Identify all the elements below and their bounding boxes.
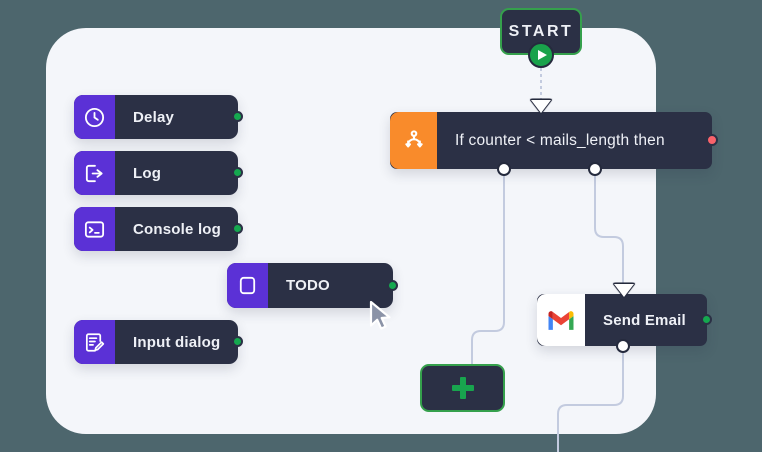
square-icon	[227, 263, 268, 308]
palette-node-console-log[interactable]: Console log	[74, 207, 243, 251]
palette-node-delay[interactable]: Delay	[74, 95, 243, 139]
start-node-label: START	[508, 22, 574, 40]
output-port[interactable]	[701, 314, 712, 325]
input-marker[interactable]	[614, 284, 634, 297]
output-port-true[interactable]	[497, 162, 511, 176]
gmail-icon	[537, 294, 585, 346]
terminal-icon	[74, 207, 115, 251]
bottom-output-port[interactable]	[616, 339, 630, 353]
mouse-pointer-icon	[368, 300, 396, 334]
clock-icon	[74, 95, 115, 139]
output-port[interactable]	[387, 280, 398, 291]
branch-split-icon	[390, 112, 437, 169]
palette-node-todo[interactable]: TODO	[227, 263, 398, 308]
condition-node-label: If counter < mails_length then	[455, 131, 665, 149]
palette-node-label: Console log	[133, 220, 222, 238]
output-port[interactable]	[232, 223, 243, 234]
add-node-button[interactable]	[420, 364, 505, 412]
palette-node-input-dialog[interactable]: Input dialog	[74, 320, 243, 364]
condition-node[interactable]: If counter < mails_length then	[390, 100, 718, 176]
play-icon[interactable]	[528, 42, 554, 68]
note-edit-icon	[74, 320, 115, 364]
error-output-port[interactable]	[706, 134, 718, 146]
output-port[interactable]	[232, 336, 243, 347]
send-email-node[interactable]: Send Email	[537, 284, 712, 353]
palette-node-label: Input dialog	[133, 333, 221, 351]
output-port[interactable]	[232, 111, 243, 122]
palette-node-label: TODO	[286, 277, 330, 294]
output-port-false[interactable]	[588, 162, 602, 176]
palette-node-label: Log	[133, 164, 162, 182]
input-marker[interactable]	[531, 100, 551, 113]
logout-arrow-icon	[74, 151, 115, 195]
play-triangle	[537, 50, 547, 60]
output-port[interactable]	[232, 167, 243, 178]
send-email-node-label: Send Email	[603, 311, 686, 329]
palette-node-label: Delay	[133, 108, 175, 126]
palette-node-log[interactable]: Log	[74, 151, 243, 195]
plus-icon	[451, 376, 475, 400]
